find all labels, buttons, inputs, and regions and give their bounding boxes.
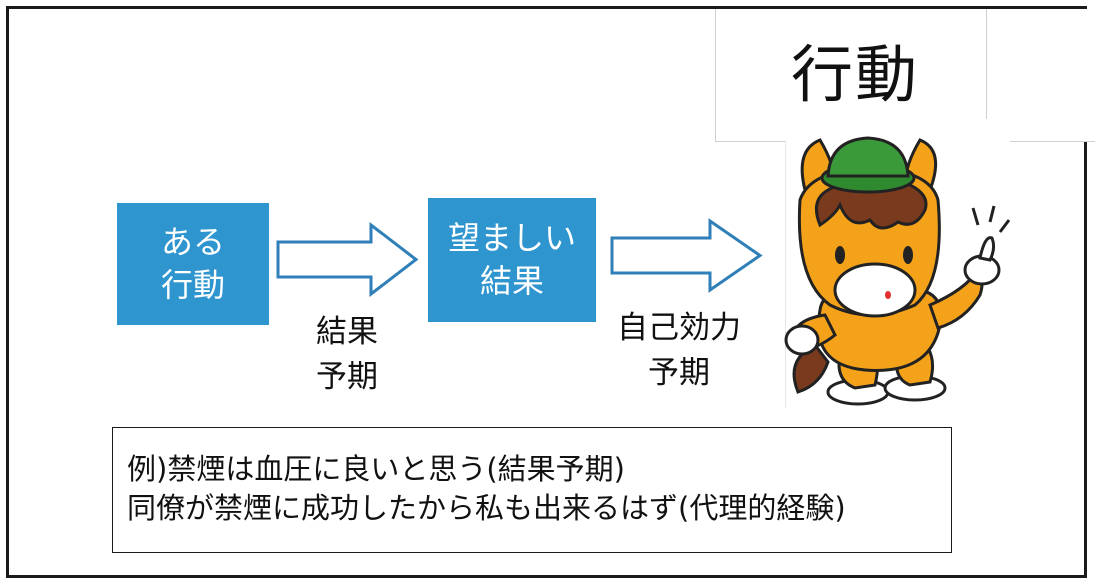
title-panel: 行動 xyxy=(715,9,1095,142)
example-line-1: 例)禁煙は血圧に良いと思う(結果予期) xyxy=(127,452,625,486)
example-line-2: 同僚が禁煙に成功したから私も出来るはず(代理的経験) xyxy=(127,491,846,526)
title-divider xyxy=(986,9,987,119)
self-efficacy-label-line2: 予期 xyxy=(648,354,710,391)
desired-outcome-box-line2: 結果 xyxy=(479,262,544,300)
outcome-expectancy-label-line1: 結果 xyxy=(316,314,378,350)
behavior-box-line1: ある xyxy=(160,222,225,261)
behavior-box: ある 行動 xyxy=(117,203,269,325)
self-efficacy-arrow xyxy=(610,218,763,293)
desired-outcome-box: 望ましい 結果 xyxy=(428,198,596,322)
slide-title: 行動 xyxy=(791,38,920,111)
outcome-expectancy-arrow xyxy=(276,222,419,297)
self-efficacy-label-line1: 自己効力 xyxy=(617,310,741,346)
behavior-box-line2: 行動 xyxy=(160,266,225,304)
outcome-expectancy-label-line2: 予期 xyxy=(316,358,378,395)
example-box: 例)禁煙は血圧に良いと思う(結果予期) 同僚が禁煙に成功したから私も出来るはず(… xyxy=(112,427,952,553)
horse-mascot-icon xyxy=(784,136,1010,406)
outcome-expectancy-label: 結果 予期 xyxy=(292,310,402,400)
self-efficacy-label: 自己効力 予期 xyxy=(604,306,754,396)
desired-outcome-box-line1: 望ましい xyxy=(447,218,576,257)
